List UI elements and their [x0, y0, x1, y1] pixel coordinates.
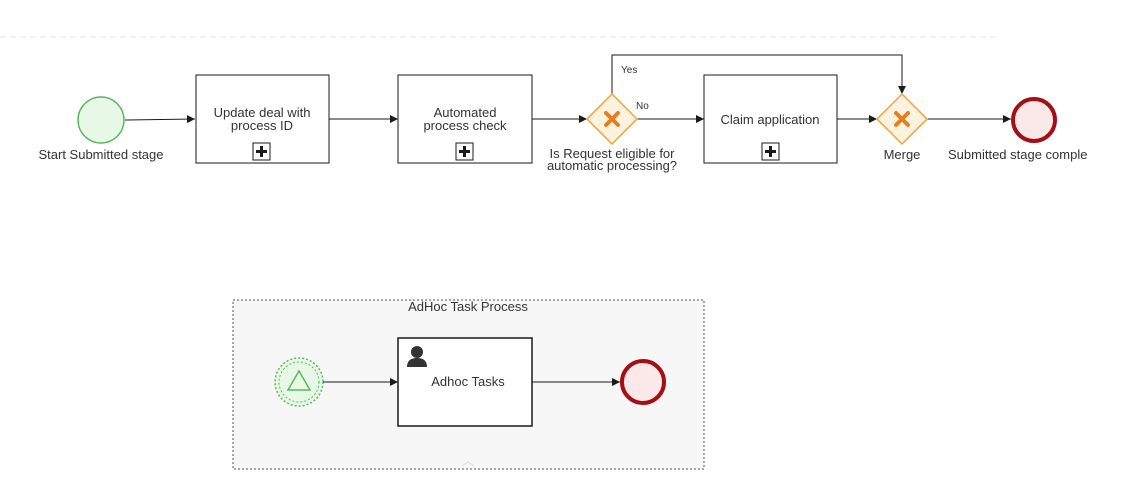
subprocess-automated-check-label-2: process check — [423, 118, 507, 133]
x-marker-icon — [604, 111, 620, 127]
user-task-adhoc-label: Adhoc Tasks — [431, 374, 505, 389]
gateway-merge[interactable] — [875, 92, 929, 146]
flow-yes[interactable] — [611, 54, 906, 94]
user-icon — [407, 346, 427, 367]
gateway-merge-label: Merge — [884, 147, 921, 162]
start-event[interactable] — [77, 96, 125, 144]
subprocess-automated-check[interactable]: Automated process check — [397, 74, 533, 164]
subprocess-update-deal[interactable]: Update deal with process ID — [195, 74, 330, 164]
user-task-adhoc[interactable]: Adhoc Tasks — [397, 337, 533, 427]
subprocess-automated-check-label-1: Automated — [434, 105, 497, 120]
gateway-eligible-label-1: Is Request eligible for — [549, 146, 675, 161]
x-marker-icon — [894, 111, 910, 127]
subprocess-claim-application-label: Claim application — [721, 112, 820, 127]
subprocess-update-deal-label-1: Update deal with — [214, 105, 311, 120]
adhoc-subprocess[interactable]: AdHoc Task Process Adhoc Tasks — [232, 299, 705, 470]
flow-start-to-update[interactable] — [124, 115, 196, 124]
sequence-flows — [124, 54, 1011, 124]
start-event-label: Start Submitted stage — [38, 147, 163, 162]
triangle-signal-icon — [286, 369, 312, 391]
gateway-eligible-label-2: automatic processing? — [547, 158, 677, 173]
flow-yes-label: Yes — [621, 65, 637, 76]
subprocess-claim-application[interactable]: Claim application — [703, 74, 838, 164]
adhoc-end-event[interactable] — [620, 359, 666, 405]
plus-icon[interactable] — [252, 142, 271, 161]
adhoc-marker-icon — [461, 461, 475, 467]
gateway-eligible[interactable] — [585, 92, 639, 146]
plus-icon[interactable] — [761, 142, 780, 161]
signal-start-event[interactable] — [274, 357, 324, 407]
end-event-label: Submitted stage comple — [948, 147, 1087, 162]
end-event[interactable] — [1011, 97, 1057, 143]
flow-no-label: No — [636, 101, 649, 112]
subprocess-update-deal-label-2: process ID — [231, 118, 293, 133]
plus-icon[interactable] — [455, 142, 474, 161]
adhoc-subprocess-title: AdHoc Task Process — [408, 299, 528, 314]
